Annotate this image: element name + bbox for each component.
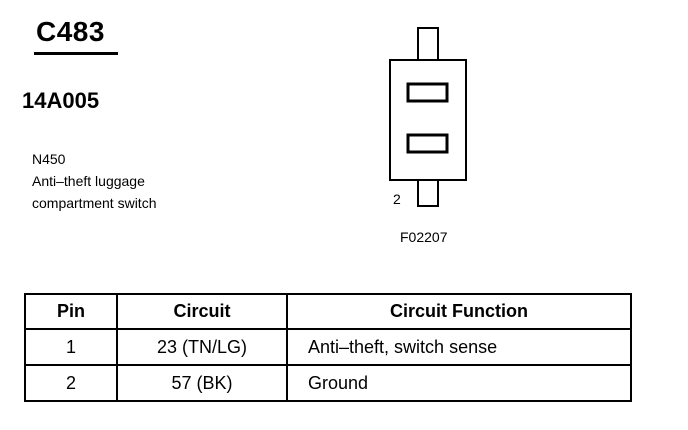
connector-bottom-tab xyxy=(417,177,439,207)
connector-id-underline xyxy=(34,52,118,55)
circuit-cell: 23 (TN/LG) xyxy=(116,328,288,366)
component-description: N450 Anti–theft luggage compartment swit… xyxy=(32,148,156,214)
component-name-line2: compartment switch xyxy=(32,195,157,211)
pinout-table: Pin Circuit Circuit Function 1 23 (TN/LG… xyxy=(24,293,632,402)
component-code: N450 xyxy=(32,151,66,167)
table-row: 2 57 (BK) Ground xyxy=(24,364,632,402)
connector-face-diagram xyxy=(389,27,467,207)
column-header-circuit: Circuit xyxy=(116,293,288,330)
circuit-cell: 57 (BK) xyxy=(116,364,288,402)
pin-number-label: 2 xyxy=(393,191,401,207)
figure-code: F02207 xyxy=(400,229,448,245)
circuit-function-cell: Anti–theft, switch sense xyxy=(286,328,632,366)
circuit-function-cell: Ground xyxy=(286,364,632,402)
component-name-line1: Anti–theft luggage xyxy=(32,173,145,189)
pin-cell: 1 xyxy=(24,328,118,366)
pin-cavity-2 xyxy=(406,133,449,154)
connector-id: C483 xyxy=(36,16,105,47)
column-header-pin: Pin xyxy=(24,293,118,330)
pin-cell: 2 xyxy=(24,364,118,402)
connector-top-tab xyxy=(417,27,439,61)
column-header-circuit-function: Circuit Function xyxy=(286,293,632,330)
table-header-row: Pin Circuit Circuit Function xyxy=(24,293,632,330)
connector-body xyxy=(389,59,467,181)
part-number: 14A005 xyxy=(22,88,100,113)
pin-cavity-1 xyxy=(406,82,449,103)
table-row: 1 23 (TN/LG) Anti–theft, switch sense xyxy=(24,328,632,366)
